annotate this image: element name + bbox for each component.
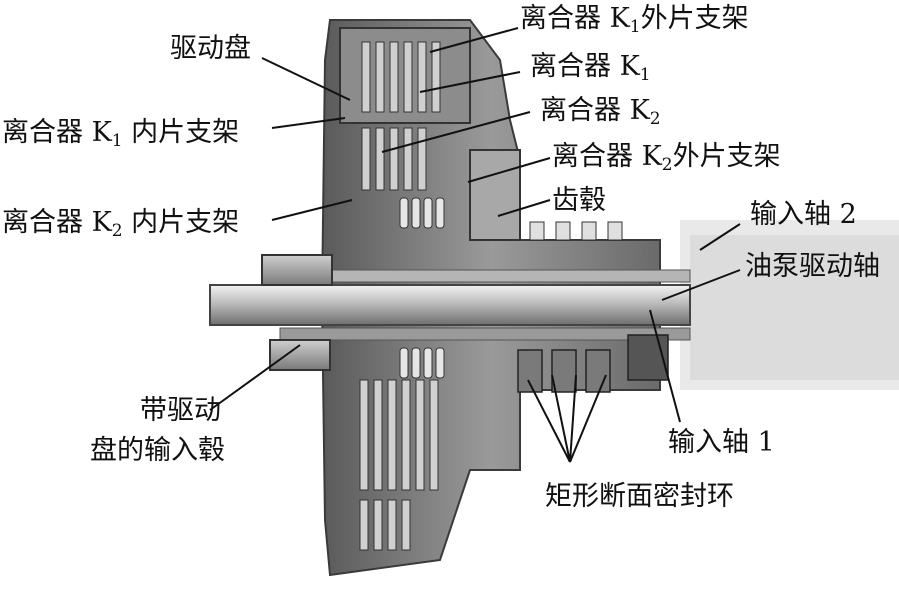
label-input-shaft-2: 输入轴 2 [750, 199, 857, 230]
label-k2-inner-carrier: 离合器 K2 内片支架 [2, 207, 240, 242]
label-input-hub-line2: 盘的输入毂 [90, 435, 225, 466]
label-k1: 离合器 K1 [530, 51, 651, 86]
label-oil-pump-shaft: 油泵驱动轴 [745, 251, 880, 282]
label-seal-rings: 矩形断面密封环 [545, 481, 734, 512]
label-k1-inner-carrier: 离合器 K1 内片支架 [2, 117, 240, 152]
leader-lines [209, 27, 741, 463]
label-k2: 离合器 K2 [540, 95, 661, 130]
label-input-shaft-1: 输入轴 1 [668, 427, 775, 458]
label-k2-outer-carrier: 离合器 K2外片支架 [552, 141, 781, 176]
label-k1-outer-carrier: 离合器 K1外片支架 [520, 3, 749, 38]
label-input-hub-line1: 带驱动 [140, 395, 221, 426]
label-hub: 齿毂 [552, 185, 606, 216]
label-drive-disc: 驱动盘 [170, 33, 251, 64]
